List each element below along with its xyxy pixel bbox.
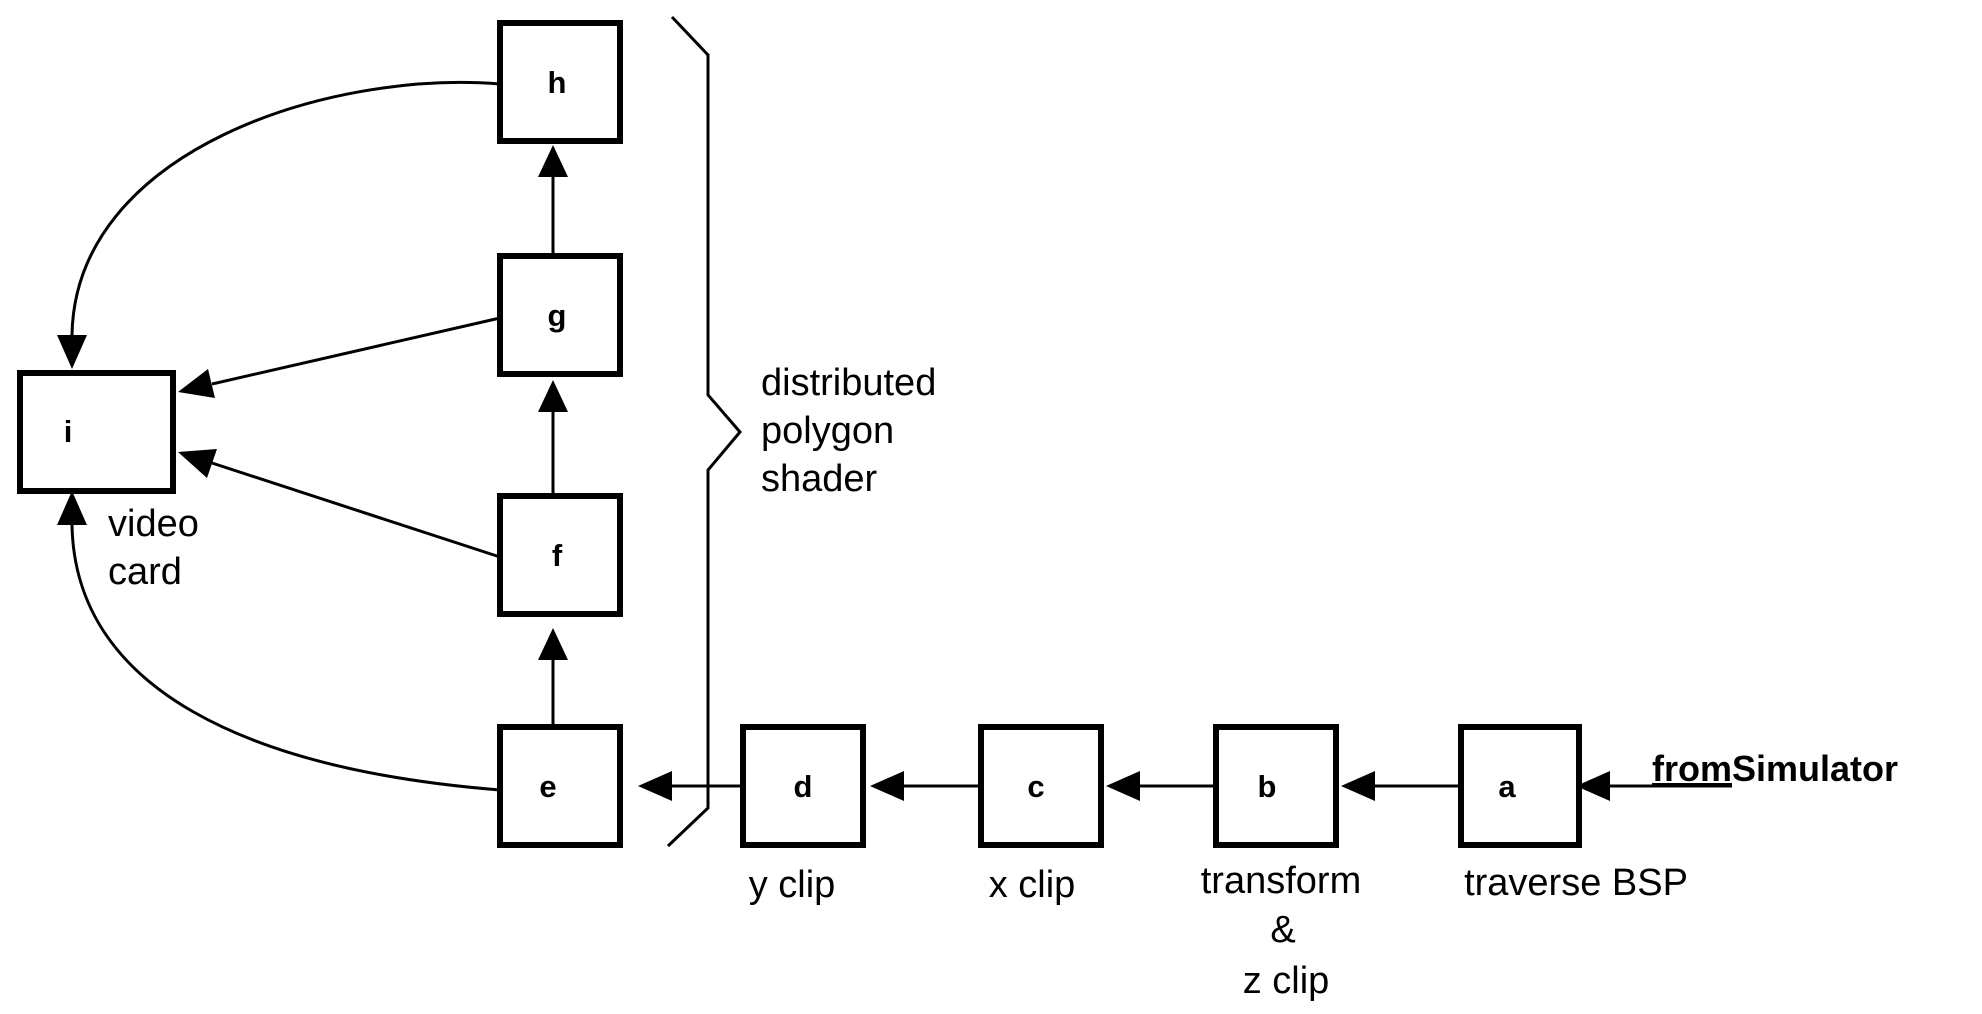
- node-d: d: [740, 724, 866, 848]
- arrowhead-i-lower: [178, 449, 217, 478]
- shader-group-label-line2: polygon: [761, 410, 894, 452]
- edge-f-to-i: [211, 461, 501, 559]
- node-e: e: [497, 724, 623, 848]
- node-label-f: f: [552, 538, 563, 573]
- node-label-e: e: [539, 769, 556, 804]
- edge-h-to-i: [70, 80, 501, 336]
- node-label-c: c: [1027, 769, 1044, 804]
- edge-g-to-i: [211, 316, 501, 386]
- arrowhead-g: [538, 380, 568, 412]
- shader-group-label-line1: distributed: [761, 362, 936, 404]
- node-a: a: [1458, 724, 1582, 848]
- caption-b-line3: z clip: [1243, 960, 1330, 1002]
- caption-d: y clip: [749, 864, 836, 906]
- node-label-d: d: [794, 769, 813, 804]
- arrowhead-c: [1106, 771, 1140, 801]
- arrowhead-a: [1576, 771, 1610, 801]
- arrowhead-f: [538, 628, 568, 660]
- edge-e-to-i: [70, 524, 501, 792]
- node-h: h: [497, 20, 623, 144]
- arrowhead-i-upper: [178, 369, 215, 398]
- caption-c: x clip: [989, 864, 1076, 906]
- node-g: g: [497, 253, 623, 377]
- input-label-from: from: [1652, 748, 1732, 789]
- arrowhead-i-bottom: [57, 491, 87, 525]
- node-label-b: b: [1258, 769, 1277, 804]
- node-b: b: [1213, 724, 1339, 848]
- node-label-h: h: [548, 65, 567, 100]
- arrowhead-h: [538, 145, 568, 177]
- node-label-i: i: [64, 414, 73, 449]
- node-label-a: a: [1498, 769, 1516, 804]
- shader-group-brace: [666, 15, 742, 848]
- caption-b-line1: transform: [1201, 860, 1361, 902]
- arrowhead-e: [638, 771, 672, 801]
- caption-a: traverse BSP: [1464, 862, 1688, 904]
- arrowhead-d: [870, 771, 904, 801]
- input-label: fromSimulator: [1652, 748, 1898, 789]
- node-f: f: [497, 493, 623, 617]
- arrowhead-i-top: [57, 335, 87, 369]
- caption-i-line1: video: [108, 503, 199, 545]
- shader-group-label-line3: shader: [761, 458, 878, 500]
- node-c: c: [978, 724, 1104, 848]
- caption-b-line2: &: [1270, 909, 1295, 951]
- arrowhead-b: [1341, 771, 1375, 801]
- input-label-simulator: Simulator: [1732, 748, 1898, 789]
- edges: [57, 80, 1732, 801]
- node-i: i: [17, 370, 176, 494]
- node-label-g: g: [548, 298, 567, 333]
- caption-i-line2: card: [108, 551, 182, 593]
